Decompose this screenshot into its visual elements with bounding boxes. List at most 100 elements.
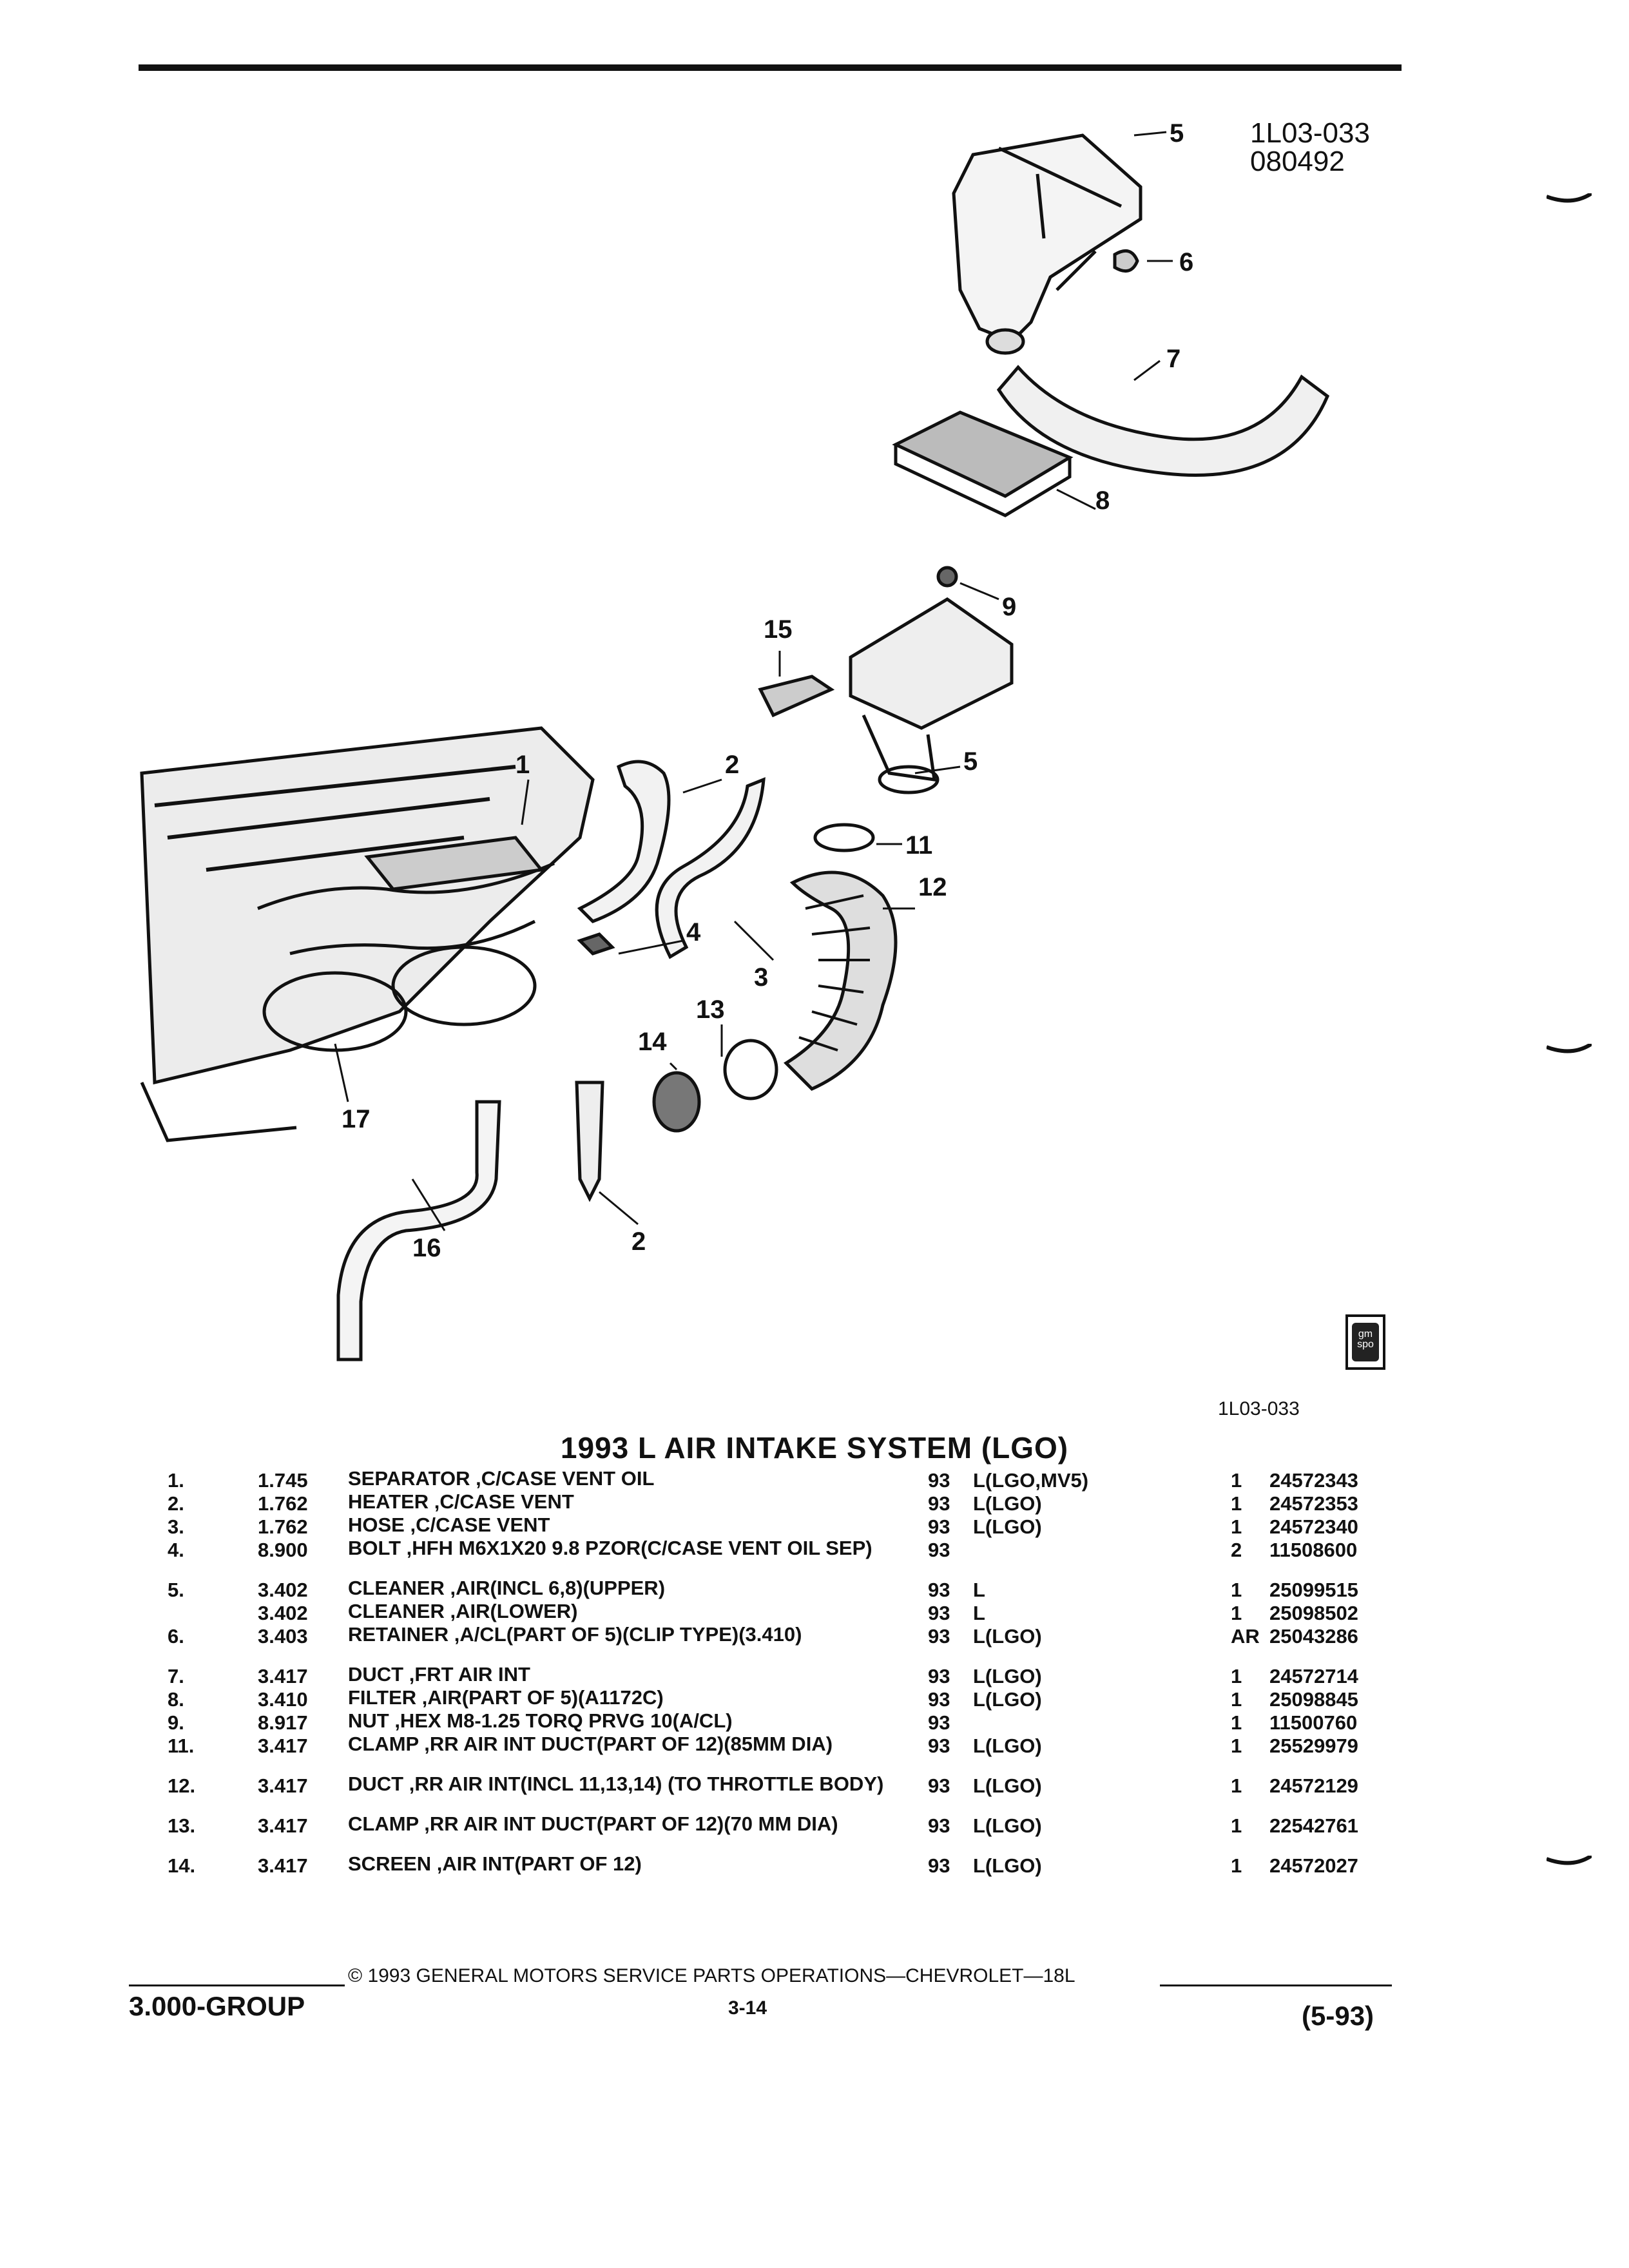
footer-copyright: © 1993 GENERAL MOTORS SERVICE PARTS OPER… — [348, 1965, 1075, 1986]
callout-5-upper: 5 — [1170, 119, 1184, 148]
quantity: 1 — [1231, 1735, 1242, 1757]
callout-9: 9 — [1002, 593, 1016, 621]
quantity: 1 — [1231, 1774, 1242, 1797]
model-year: 93 — [928, 1515, 950, 1538]
part-number: 24572129 — [1269, 1774, 1358, 1797]
footer-rule-left — [129, 1984, 345, 1986]
callout-2-upper: 2 — [725, 751, 739, 779]
callout-13: 13 — [696, 995, 725, 1024]
item-number: 7. — [168, 1665, 184, 1687]
quantity: 1 — [1231, 1579, 1242, 1601]
figure-code-block: 1L03-033 080492 — [1250, 119, 1370, 176]
part-number: 25529979 — [1269, 1735, 1358, 1757]
part-number: 24572027 — [1269, 1854, 1358, 1877]
callout-17: 17 — [342, 1105, 371, 1133]
quantity: 1 — [1231, 1492, 1242, 1515]
model-application: L(LGO) — [973, 1688, 1042, 1711]
part-description: CLEANER ,AIR(LOWER) — [348, 1600, 578, 1622]
group-code: 1.762 — [258, 1515, 308, 1538]
air-filter — [892, 410, 1074, 517]
model-application: L(LGO) — [973, 1854, 1042, 1877]
top-rule — [139, 64, 1402, 71]
callout-5-lower: 5 — [963, 747, 978, 776]
part-description: SCREEN ,AIR INT(PART OF 12) — [348, 1852, 642, 1875]
model-year: 93 — [928, 1688, 950, 1711]
item-number: 1. — [168, 1469, 184, 1492]
front-air-duct — [996, 365, 1330, 477]
figure-code: 1L03-033 — [1250, 117, 1370, 149]
part-number: 24572353 — [1269, 1492, 1358, 1515]
callout-12: 12 — [918, 873, 947, 901]
quantity: 1 — [1231, 1711, 1242, 1734]
model-year: 93 — [928, 1711, 950, 1734]
quantity: 1 — [1231, 1688, 1242, 1711]
air-cleaner-lower — [849, 597, 1014, 794]
quantity: 1 — [1231, 1469, 1242, 1492]
part-number: 24572714 — [1269, 1665, 1358, 1687]
group-code: 3.410 — [258, 1688, 308, 1711]
bracket — [758, 675, 835, 718]
lower-vent-hose — [336, 1100, 501, 1361]
item-number: 4. — [168, 1539, 184, 1561]
air-intake-screen — [652, 1071, 701, 1133]
group-code: 3.417 — [258, 1774, 308, 1797]
callout-7: 7 — [1166, 345, 1181, 373]
engine-block — [140, 726, 595, 1142]
footer-rule-right — [1160, 1984, 1392, 1986]
part-number: 25098845 — [1269, 1688, 1358, 1711]
exploded-parts-diagram: 5 6 7 8 9 15 5 1 2 11 12 4 3 13 14 17 2 … — [140, 119, 1330, 1361]
group-code: 3.417 — [258, 1814, 308, 1837]
hex-bolt — [577, 932, 615, 956]
model-year: 93 — [928, 1469, 950, 1492]
part-description: FILTER ,AIR(PART OF 5)(A1172C) — [348, 1686, 664, 1709]
model-application: L — [973, 1602, 985, 1624]
model-application: L(LGO) — [973, 1515, 1042, 1538]
group-code: 3.417 — [258, 1665, 308, 1687]
footer-group: 3.000-GROUP — [129, 1991, 305, 2021]
part-description: HEATER ,C/CASE VENT — [348, 1490, 574, 1513]
callout-6: 6 — [1179, 248, 1193, 276]
figure-caption-id: 1L03-033 — [1218, 1398, 1300, 1419]
model-application: L — [973, 1579, 985, 1601]
callout-2-lower: 2 — [631, 1227, 646, 1256]
model-year: 93 — [928, 1735, 950, 1757]
item-number: 12. — [168, 1774, 196, 1797]
figure-date-code: 080492 — [1250, 146, 1345, 177]
group-code: 3.402 — [258, 1602, 308, 1624]
model-year: 93 — [928, 1625, 950, 1648]
clamp-85mm — [813, 823, 875, 852]
model-year: 93 — [928, 1492, 950, 1515]
retainer-clip — [1113, 249, 1139, 273]
group-code: 3.417 — [258, 1735, 308, 1757]
item-number: 11. — [168, 1735, 195, 1757]
air-cleaner-upper — [952, 133, 1142, 355]
model-application: L(LGO) — [973, 1492, 1042, 1515]
part-number: 25099515 — [1269, 1579, 1358, 1601]
part-description: NUT ,HEX M8-1.25 TORQ PRVG 10(A/CL) — [348, 1709, 733, 1732]
part-number: 11500760 — [1269, 1711, 1358, 1734]
part-number: 25098502 — [1269, 1602, 1358, 1624]
model-application: L(LGO) — [973, 1814, 1042, 1837]
item-number: 6. — [168, 1625, 184, 1648]
model-application: L(LGO) — [973, 1774, 1042, 1797]
section-title: 1993 L AIR INTAKE SYSTEM (LGO) — [560, 1431, 1069, 1465]
callout-3: 3 — [754, 963, 768, 992]
item-number: 2. — [168, 1492, 184, 1515]
model-year: 93 — [928, 1539, 950, 1561]
edge-mark-3 — [1547, 1856, 1592, 1865]
item-number: 5. — [168, 1579, 184, 1601]
vent-heater — [575, 1081, 604, 1202]
vent-hose — [577, 760, 671, 923]
model-application: L(LGO) — [973, 1625, 1042, 1648]
group-code: 8.917 — [258, 1711, 308, 1734]
